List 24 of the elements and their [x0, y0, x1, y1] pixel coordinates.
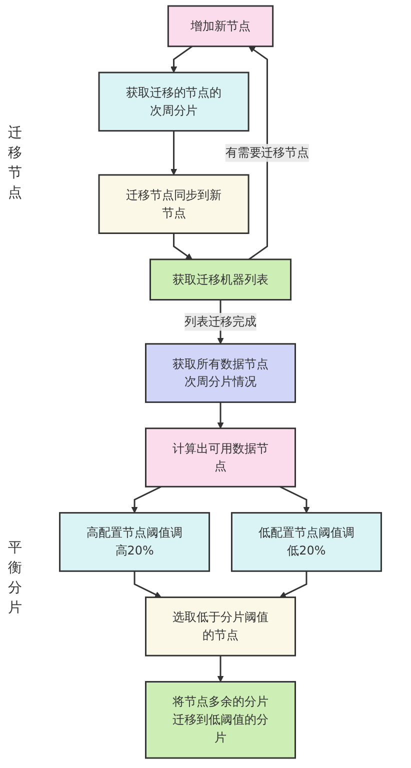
node-box: 将节点多余的分片迁移到低阈值的分片: [145, 681, 296, 759]
section-label: 平衡分片: [8, 538, 22, 618]
section-label: 迁移节点: [8, 124, 22, 203]
arrow: [173, 233, 192, 260]
node-box: 选取低于分片阈值的节点: [145, 596, 296, 656]
node-box: 低配置节点阈值调低20%: [230, 512, 382, 572]
node-box: 增加新节点: [167, 5, 274, 48]
arrow: [280, 571, 308, 598]
edge-label: 列表迁移完成: [184, 314, 256, 329]
edge-label: 有需要迁移节点: [225, 145, 310, 160]
arrow: [248, 46, 268, 260]
arrow: [134, 571, 162, 598]
arrow: [217, 402, 224, 429]
arrow: [170, 130, 178, 176]
arrow: [170, 46, 193, 73]
arrow: [131, 486, 162, 514]
arrow: [217, 656, 224, 682]
node-box: 获取迁移机器列表: [149, 258, 292, 301]
node-box: 迁移节点同步到新节点: [98, 174, 250, 234]
node-box: 获取所有数据节点次周分片情况: [145, 343, 296, 403]
arrow: [280, 486, 310, 514]
node-box: 计算出可用数据节点: [145, 428, 296, 488]
node-box: 获取迁移的节点的次周分片: [98, 72, 250, 132]
node-box: 高配置节点阈值调高20%: [59, 512, 210, 572]
